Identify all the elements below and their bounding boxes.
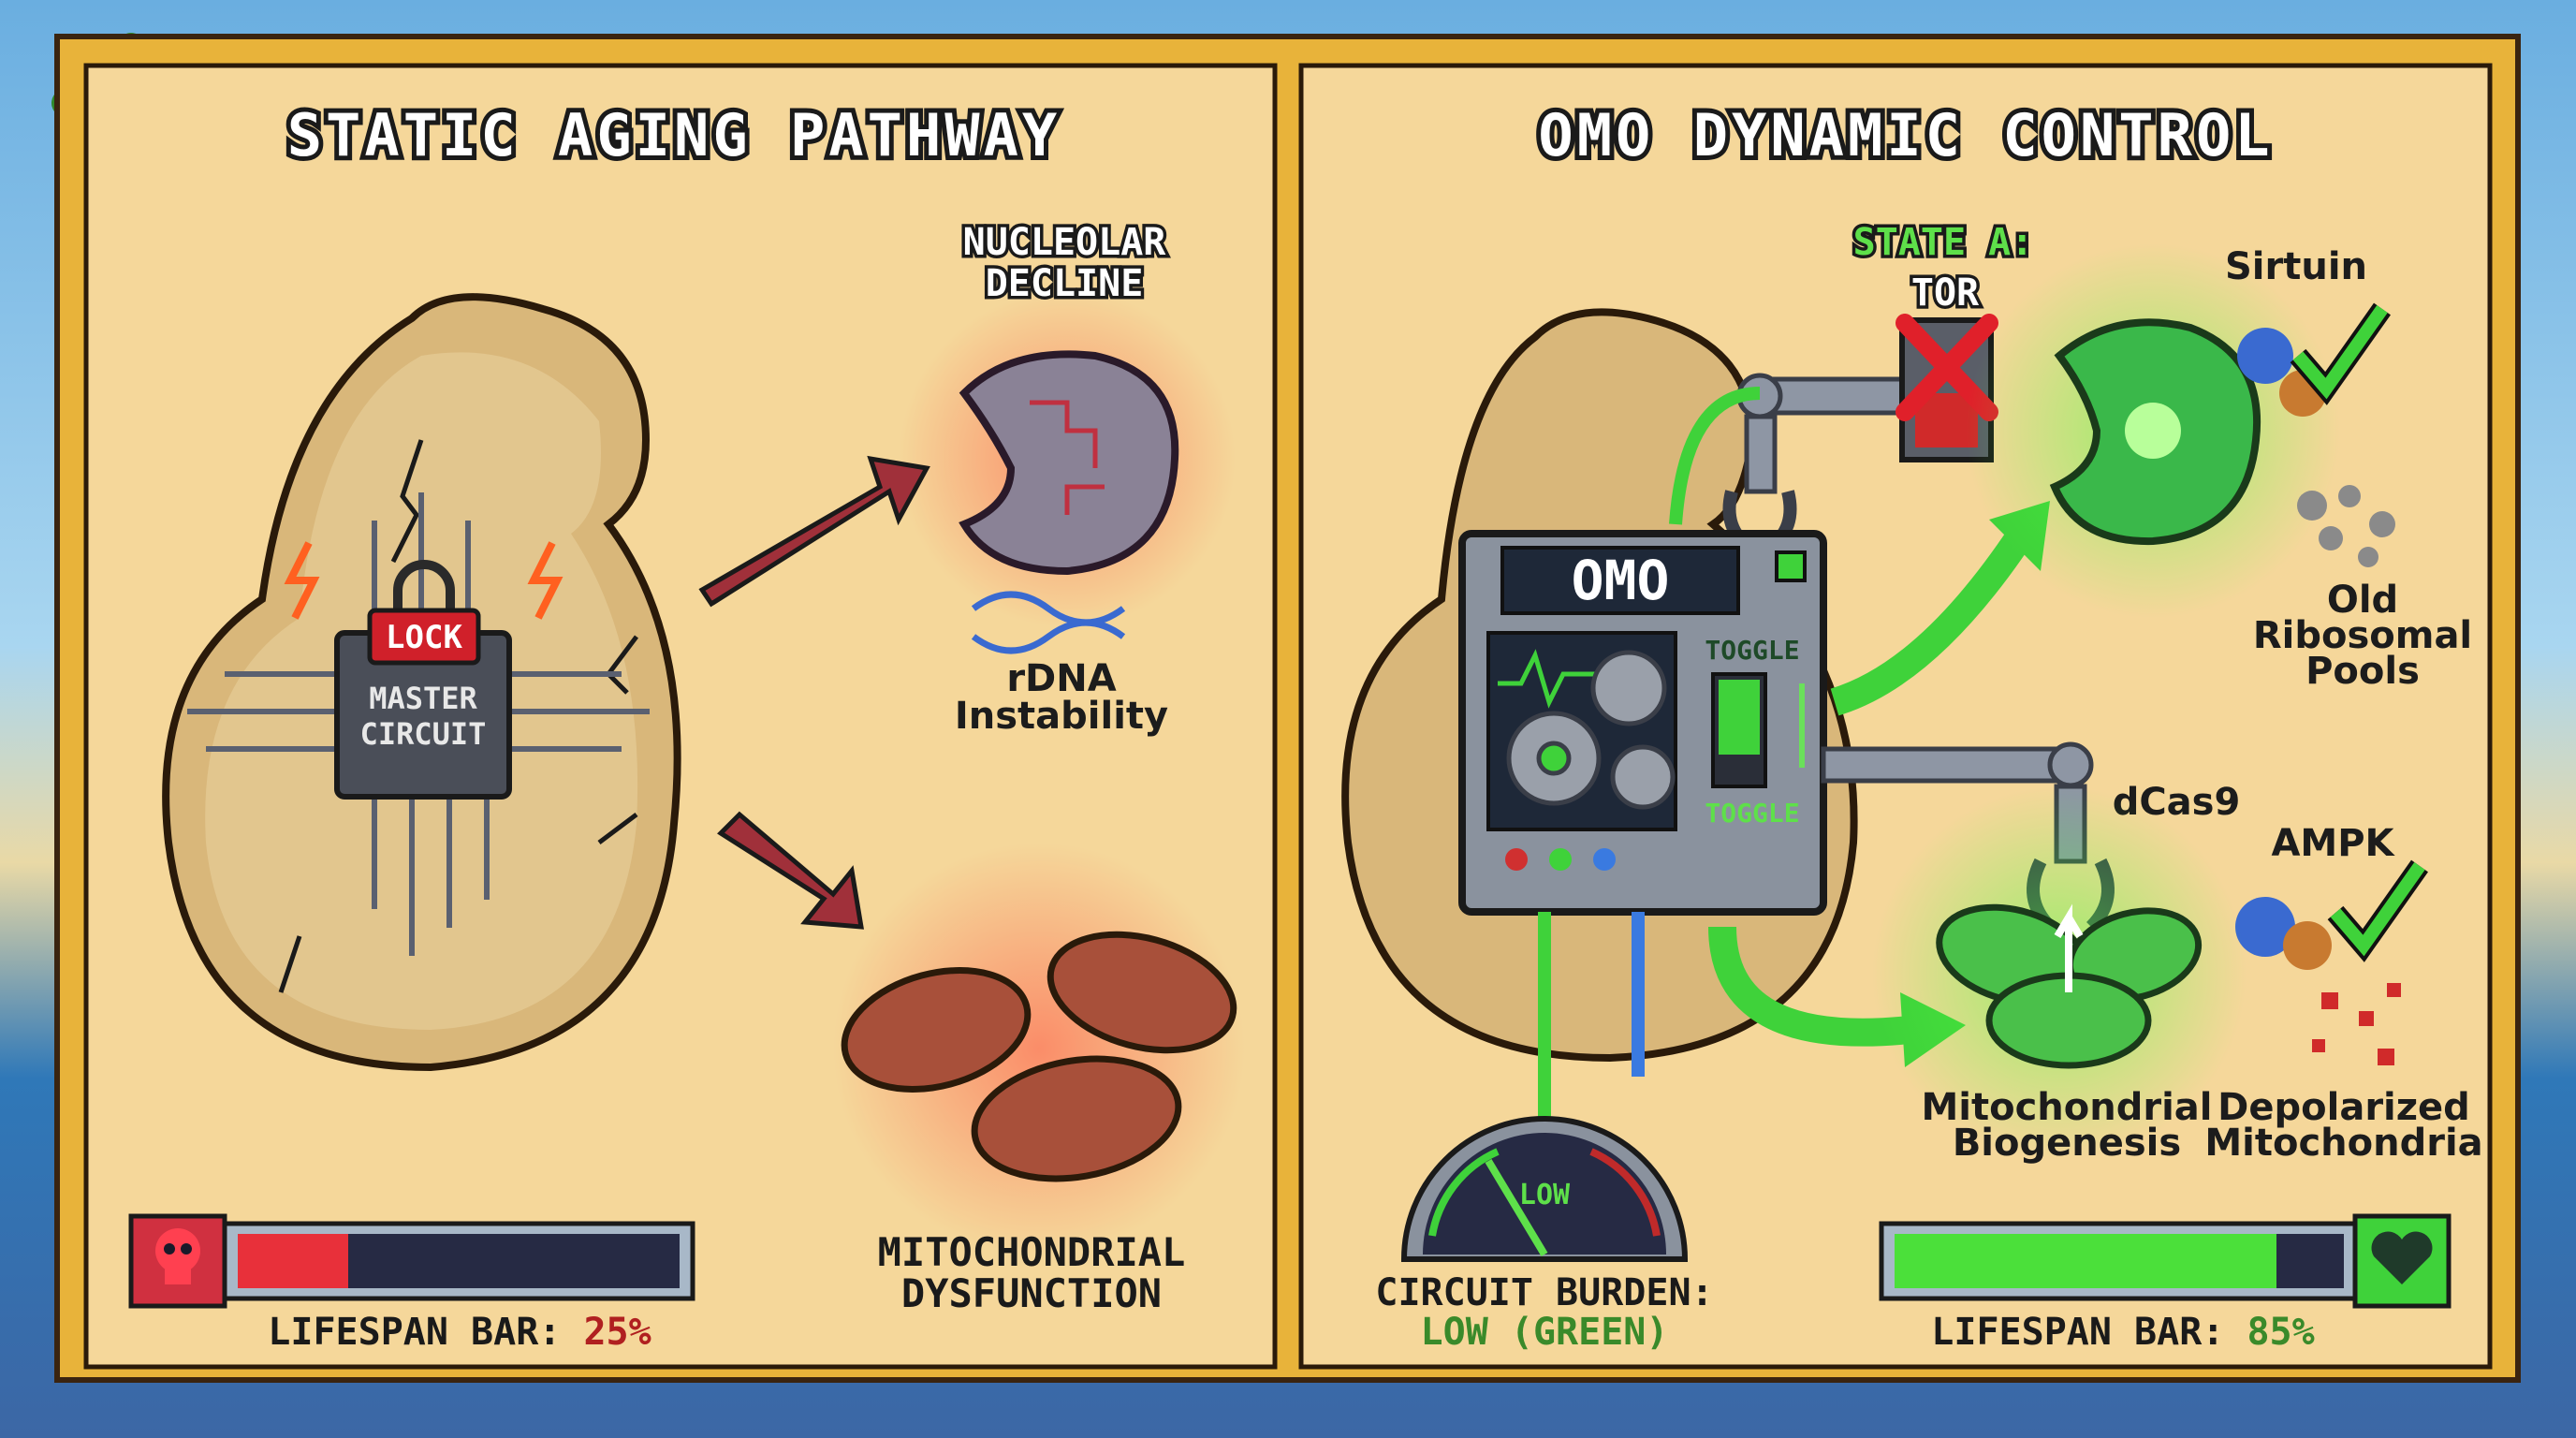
green-cable xyxy=(1669,387,1761,525)
green-arrow-up xyxy=(1830,525,2034,716)
chip-label-line2: CIRCUIT xyxy=(360,716,487,752)
healthy-mitochondria xyxy=(1936,903,2203,1069)
rdna-label-line1: rDNA xyxy=(1006,657,1116,700)
check-icon-sirtuin xyxy=(2292,304,2388,400)
depolarized-fragments-icon xyxy=(2312,983,2401,1065)
omo-label: OMO xyxy=(1572,549,1670,612)
broken-arrow-down xyxy=(717,811,864,930)
status-led xyxy=(1775,550,1807,582)
mito-dysfunction-line2: DYSFUNCTION xyxy=(901,1270,1162,1316)
lifespan-label-left: LIFESPAN BAR: 25% xyxy=(268,1311,651,1354)
heartbeat-icon xyxy=(1498,649,1601,709)
nucleolus-glow-core xyxy=(2125,403,2181,459)
check-icon-ampk xyxy=(2330,861,2425,957)
padlock-icon xyxy=(367,560,481,666)
biogenesis-label-line2: Biogenesis xyxy=(1953,1122,2181,1165)
heart-icon xyxy=(2371,1231,2433,1284)
gear-icon xyxy=(1506,650,1676,810)
toggle-label-bottom: TOGGLE xyxy=(1705,798,1799,829)
toggle-label-top: TOGGLE xyxy=(1705,635,1799,666)
tor-label: TOR xyxy=(1911,271,1980,315)
ribosomal-label-line1: Old xyxy=(2327,579,2398,622)
left-panel-title: STATIC AGING PATHWAY xyxy=(287,101,1061,169)
gauge-label: LOW xyxy=(1519,1179,1571,1211)
depolarized-label-line1: Depolarized xyxy=(2217,1086,2470,1129)
ribosomal-label-line2: Ribosomal xyxy=(2253,614,2472,657)
circuit-burden-value: LOW (GREEN) xyxy=(1421,1311,1669,1354)
lifespan-bar-left xyxy=(128,1213,695,1309)
biogenesis-label-line1: Mitochondrial xyxy=(1921,1086,2212,1129)
skull-icon xyxy=(155,1228,200,1284)
lifespan-bar-right xyxy=(1879,1213,2452,1309)
indicator-blue xyxy=(1593,848,1616,871)
ribosome-pool-icon xyxy=(2297,485,2395,567)
sirtuin-label: Sirtuin xyxy=(2225,245,2367,288)
circuit-burden-gauge xyxy=(1400,1116,1689,1262)
lightning-icon xyxy=(284,541,564,620)
up-arrow-icon xyxy=(2054,903,2084,992)
rdna-strand-icon xyxy=(971,591,1126,654)
lifespan-fill-right xyxy=(1895,1234,2276,1288)
lock-label: LOCK xyxy=(386,619,462,656)
ampk-label: AMPK xyxy=(2271,822,2395,865)
right-panel-title: OMO DYNAMIC CONTROL xyxy=(1538,101,2273,169)
indicator-red xyxy=(1505,848,1528,871)
toggle-lever xyxy=(1719,680,1760,755)
ribosomal-label-line3: Pools xyxy=(2305,650,2420,693)
damaged-mitochondria xyxy=(841,931,1237,1182)
lifespan-fill-left xyxy=(238,1234,348,1288)
lifespan-label-right: LIFESPAN BAR: 85% xyxy=(1931,1311,2314,1354)
ampk-protein-icon xyxy=(2235,897,2332,970)
state-label: STATE A: xyxy=(1853,221,2034,264)
indicator-green xyxy=(1549,848,1572,871)
nucleolus-detail xyxy=(1030,400,1105,515)
nucleolar-label-line2: DECLINE xyxy=(986,262,1144,305)
rdna-label-line2: Instability xyxy=(955,695,1168,738)
damaged-nucleolus xyxy=(959,350,1179,576)
broken-arrow-up xyxy=(698,455,930,608)
depolarized-label-line2: Mitochondria xyxy=(2204,1122,2482,1165)
chip-label-line1: MASTER xyxy=(369,681,477,716)
circuit-burden-label: CIRCUIT BURDEN: xyxy=(1375,1271,1713,1314)
nucleolar-label-line1: NUCLEOLAR xyxy=(963,221,1167,264)
gauge-needle xyxy=(1485,1158,1548,1257)
green-arrow-curve xyxy=(1708,926,1911,1047)
mito-dysfunction-line1: MITOCHONDRIAL xyxy=(878,1229,1186,1275)
omo-display xyxy=(1500,546,1740,615)
